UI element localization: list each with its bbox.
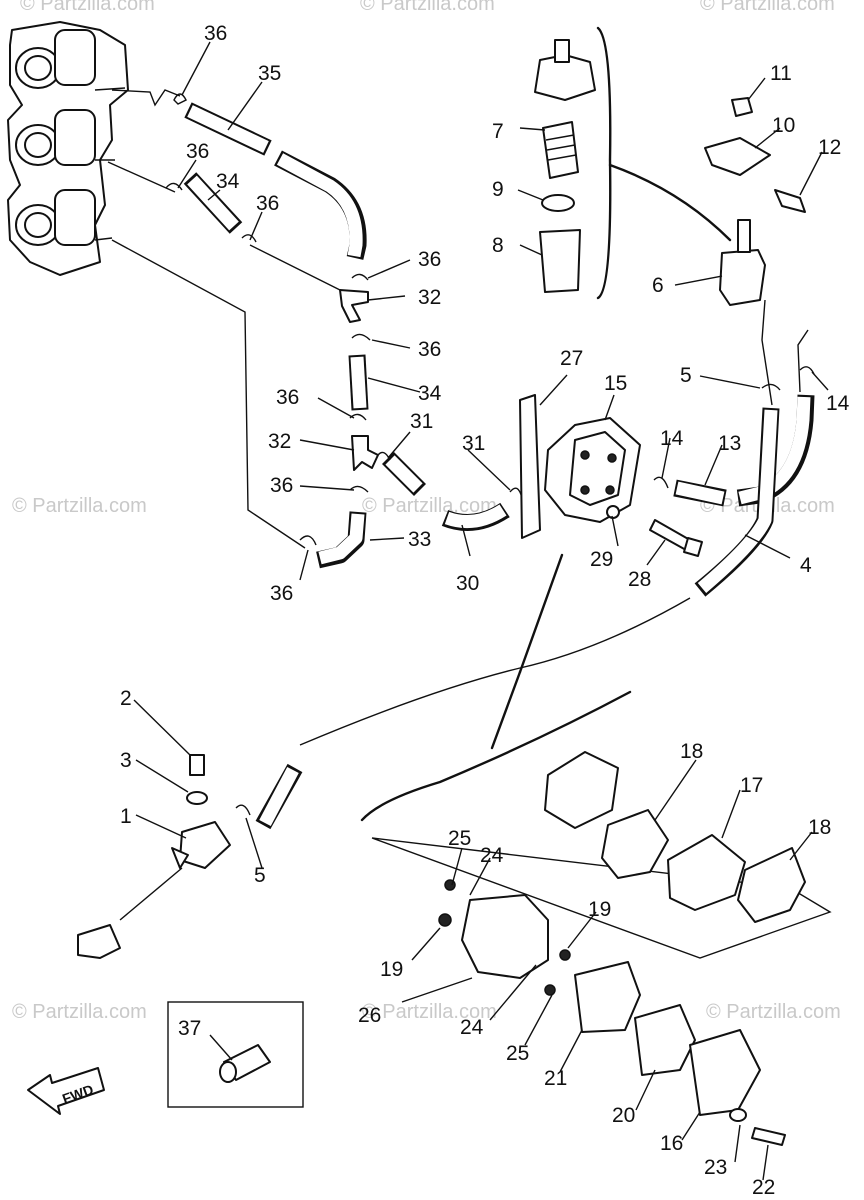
hose-clips [165, 93, 815, 816]
watermark-top-right: © Partzilla.com [700, 0, 835, 15]
callout-33: 33 [408, 528, 431, 551]
leader-lines [133, 41, 829, 1181]
callout-36: 36 [418, 338, 441, 361]
callout-36: 36 [270, 474, 293, 497]
fwd-direction-arrow: FWD [27, 1067, 105, 1115]
watermark-bottom-right: © Partzilla.com [706, 1001, 841, 1023]
callout-labels: 36 35 36 34 36 36 32 36 34 36 31 32 36 3… [120, 22, 850, 1199]
callout-32: 32 [268, 430, 291, 453]
callout-18: 18 [808, 816, 831, 839]
callout-26: 26 [358, 1004, 381, 1027]
callout-10: 10 [772, 114, 795, 137]
callout-19: 19 [380, 958, 403, 981]
callout-1: 1 [120, 805, 132, 828]
carburetor-assembly [7, 21, 129, 276]
callout-34: 34 [216, 170, 240, 193]
callout-2: 2 [120, 687, 132, 710]
callout-36: 36 [256, 192, 279, 215]
fuel-connector [77, 754, 231, 959]
callout-3: 3 [120, 749, 132, 772]
callout-37: 37 [178, 1017, 201, 1040]
callout-14: 14 [660, 427, 684, 450]
callout-31: 31 [410, 410, 433, 433]
callout-12: 12 [818, 136, 841, 159]
pump-exploded-view [360, 553, 832, 1146]
callout-19: 19 [588, 898, 611, 921]
callout-21: 21 [544, 1067, 567, 1090]
callout-36: 36 [270, 582, 293, 605]
callout-9: 9 [492, 178, 504, 201]
fuel-pump [519, 394, 703, 557]
callout-24: 24 [460, 1016, 484, 1039]
callout-20: 20 [612, 1104, 635, 1127]
callout-13: 13 [718, 432, 741, 455]
callout-22: 22 [752, 1176, 775, 1199]
watermark-mid-left: © Partzilla.com [12, 495, 147, 517]
callout-14: 14 [826, 392, 850, 415]
callout-4: 4 [800, 554, 812, 577]
callout-8: 8 [492, 234, 504, 257]
callout-30: 30 [456, 572, 479, 595]
callout-15: 15 [604, 372, 627, 395]
watermarks: © Partzilla.com © Partzilla.com © Partzi… [12, 0, 841, 1023]
hoses-top [107, 89, 815, 830]
callout-17: 17 [740, 774, 763, 797]
callout-31: 31 [462, 432, 485, 455]
watermark-bottom-center: © Partzilla.com [362, 1001, 497, 1023]
callout-23: 23 [704, 1156, 727, 1179]
callout-36: 36 [186, 140, 209, 163]
callout-36: 36 [418, 248, 441, 271]
callout-5: 5 [254, 864, 266, 887]
watermark-mid-center: © Partzilla.com [362, 495, 497, 517]
callout-24: 24 [480, 844, 504, 867]
callout-25: 25 [506, 1042, 529, 1065]
callout-32: 32 [418, 286, 441, 309]
inset-part-37 [167, 1001, 304, 1108]
callout-25: 25 [448, 827, 471, 850]
callout-16: 16 [660, 1132, 683, 1155]
callout-36: 36 [276, 386, 299, 409]
callout-29: 29 [590, 548, 613, 571]
callout-5: 5 [680, 364, 692, 387]
callout-27: 27 [560, 347, 583, 370]
callout-35: 35 [258, 62, 281, 85]
watermark-bottom-left: © Partzilla.com [12, 1001, 147, 1023]
watermark-top-left: © Partzilla.com [20, 0, 155, 15]
callout-36: 36 [204, 22, 227, 45]
callout-7: 7 [492, 120, 504, 143]
callout-11: 11 [770, 62, 792, 85]
callout-28: 28 [628, 568, 651, 591]
fuel-filter [534, 26, 806, 306]
callout-34: 34 [418, 382, 442, 405]
callout-18: 18 [680, 740, 703, 763]
callout-6: 6 [652, 274, 664, 297]
watermark-top-mid: © Partzilla.com [360, 0, 495, 15]
